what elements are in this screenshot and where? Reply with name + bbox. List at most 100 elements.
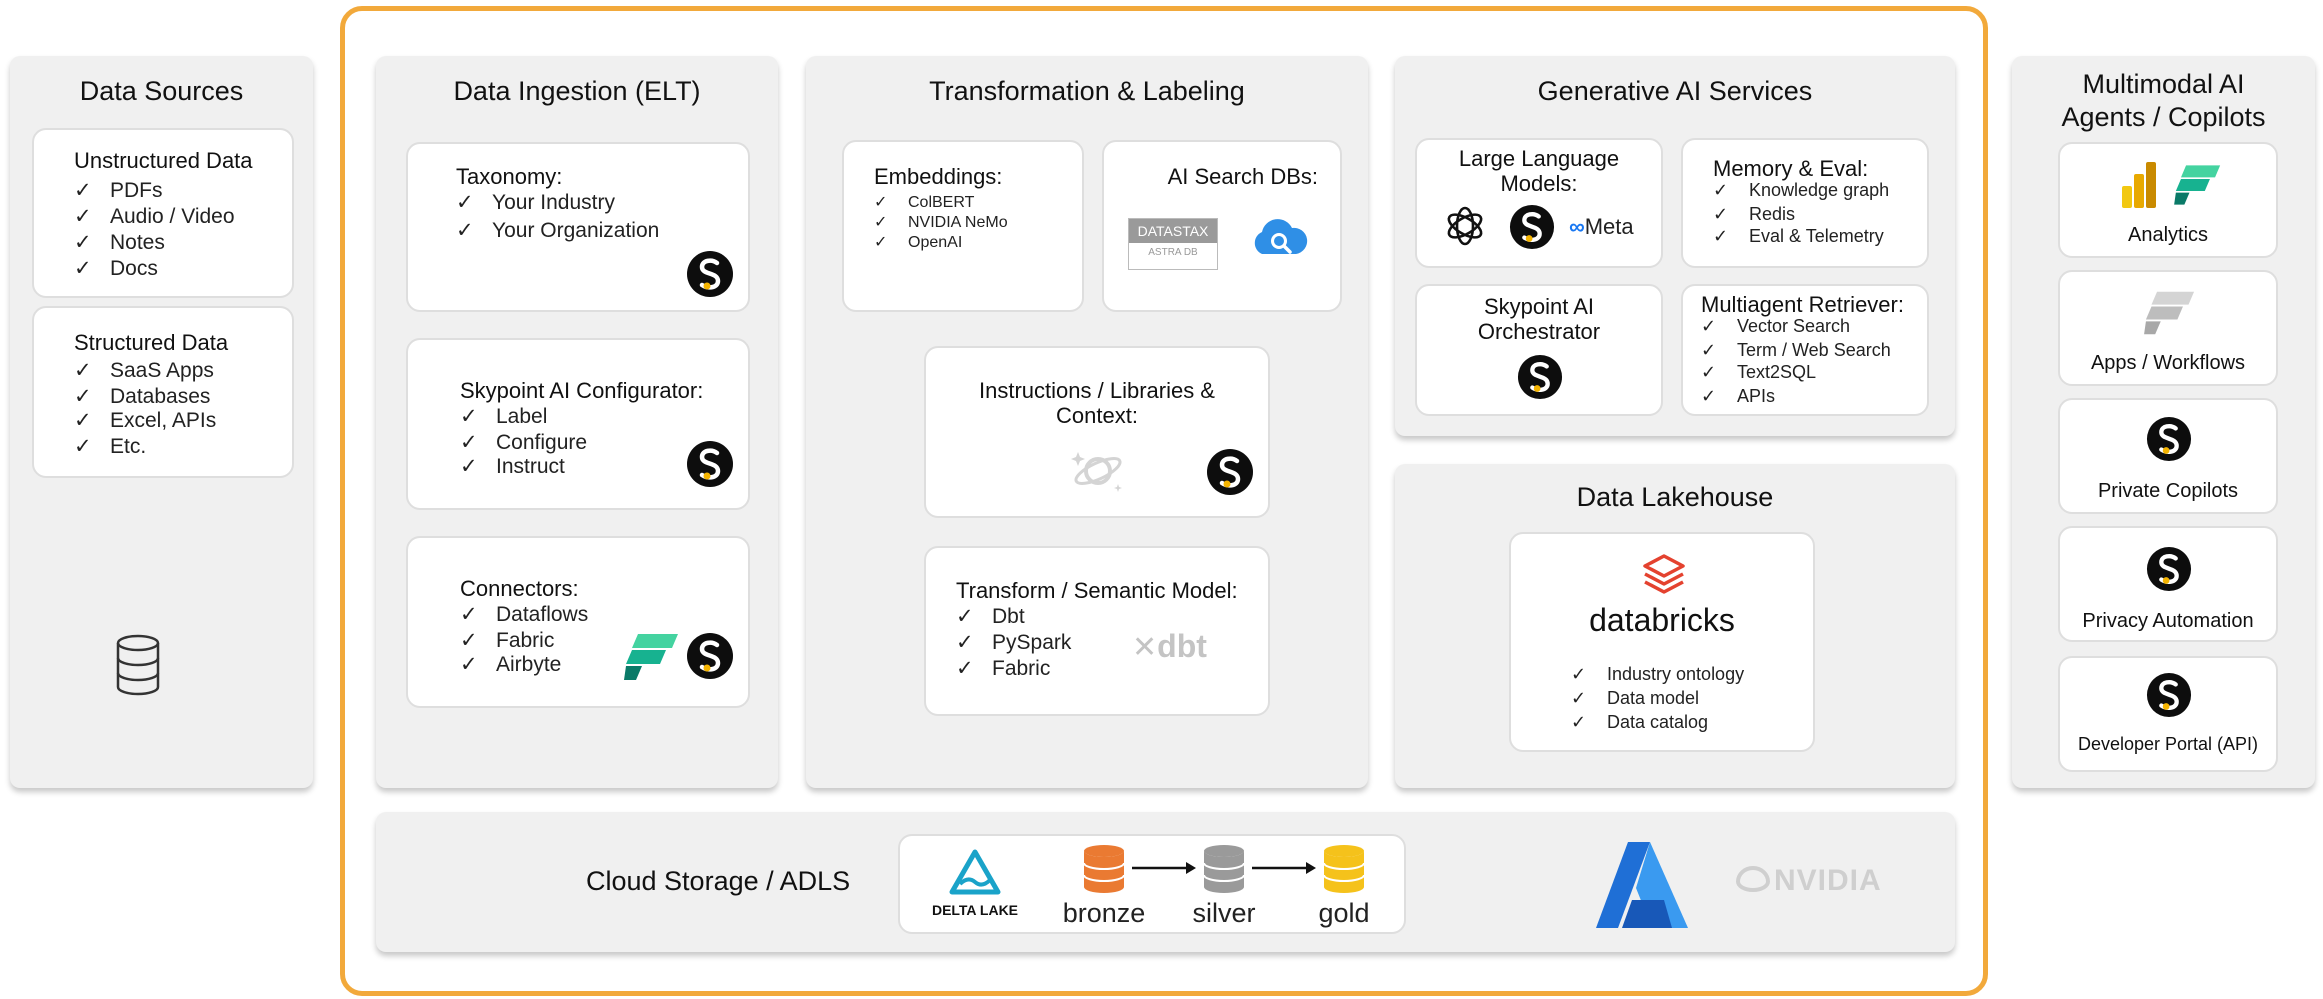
llm-title: Large Language Models: (1458, 146, 1620, 196)
list-item: ✓Text2SQL (1701, 362, 1817, 382)
arrow-right-icon (1132, 862, 1196, 874)
list-item: ✓APIs (1701, 386, 1776, 406)
meta-logo: ∞Meta (1569, 214, 1634, 239)
skypoint-logo-icon (687, 441, 733, 487)
skypoint-logo-icon (2146, 672, 2192, 718)
agent-card-private-copilots: Private Copilots (2058, 398, 2278, 514)
list-item: ✓Docs (74, 257, 158, 280)
orchestrator-title: Skypoint AI Orchestrator (1477, 294, 1601, 344)
transformation-panel: Transformation & Labeling Embeddings: ✓C… (806, 56, 1368, 788)
skypoint-logo-icon (1517, 354, 1563, 400)
skypoint-logo-icon (1509, 204, 1555, 250)
nvidia-logo: NVIDIA (1736, 864, 1882, 898)
transformation-title: Transformation & Labeling (929, 76, 1245, 106)
list-item: ✓Redis (1713, 204, 1796, 224)
orchestrator-card: Skypoint AI Orchestrator (1415, 284, 1663, 416)
agent-label: Privacy Automation (2082, 610, 2254, 632)
storage-tiers-card: DELTA LAKE bronze silver gold (898, 834, 1406, 934)
retriever-title: Multiagent Retriever: (1701, 292, 1904, 317)
structured-data-title: Structured Data (74, 330, 229, 355)
planet-icon (1071, 452, 1122, 492)
agent-label: Analytics (2127, 224, 2209, 246)
arrow-right-icon (1252, 862, 1316, 874)
dbt-logo: ✕dbt (1132, 628, 1207, 664)
list-item: ✓Airbyte (460, 653, 562, 676)
agent-card-analytics: Analytics (2058, 142, 2278, 258)
list-item: ✓Dataflows (460, 603, 589, 626)
databricks-logo-icon (1643, 554, 1685, 594)
agent-label: Developer Portal (API) (2077, 734, 2259, 754)
list-item: ✓Data model (1571, 688, 1700, 708)
genai-panel: Generative AI Services Large Language Mo… (1395, 56, 1955, 436)
list-item: ✓OpenAI (874, 234, 963, 251)
silver-database-icon (1203, 845, 1245, 893)
agent-card-developer-portal: Developer Portal (API) (2058, 656, 2278, 772)
fabric-logo-icon (2174, 165, 2221, 205)
agent-card-apps-workflows: Apps / Workflows (2058, 270, 2278, 386)
data-sources-panel: Data Sources Unstructured Data ✓PDFs ✓Au… (10, 56, 313, 788)
databricks-card: databricks ✓Industry ontology ✓Data mode… (1509, 532, 1815, 752)
embeddings-title: Embeddings: (874, 164, 1003, 189)
unstructured-data-title: Unstructured Data (74, 148, 253, 173)
skypoint-logo-icon (687, 633, 733, 679)
taxonomy-title: Taxonomy: (456, 164, 563, 189)
semantic-model-title: Transform / Semantic Model: (956, 578, 1238, 603)
delta-lake-label: DELTA LAKE (931, 902, 1019, 918)
agent-label: Private Copilots (2097, 480, 2239, 502)
connectors-title: Connectors: (460, 576, 579, 601)
genai-title: Generative AI Services (1537, 76, 1813, 106)
list-item: ✓Your Organization (456, 219, 660, 242)
list-item: ✓Configure (460, 431, 588, 454)
semantic-model-card: Transform / Semantic Model: ✓Dbt ✓PySpar… (924, 546, 1270, 716)
instructions-title: Instructions / Libraries & Context: (979, 378, 1215, 428)
list-item: ✓Term / Web Search (1701, 340, 1891, 360)
lakehouse-title: Data Lakehouse (1576, 482, 1774, 512)
azure-logo-icon (1596, 842, 1688, 928)
power-bi-logo-icon (2122, 162, 2156, 208)
agents-title: Multimodal AI Agents / Copilots (2061, 69, 2266, 132)
list-item: ✓Data catalog (1571, 712, 1709, 732)
list-item: ✓Notes (74, 231, 165, 254)
embeddings-card: Embeddings: ✓ColBERT ✓NVIDIA NeMo ✓OpenA… (842, 140, 1084, 312)
list-item: ✓Dbt (956, 605, 1025, 628)
cloud-storage-title: Cloud Storage / ADLS (586, 866, 851, 896)
list-item: ✓Eval & Telemetry (1713, 226, 1884, 246)
configurator-title: Skypoint AI Configurator: (460, 378, 704, 403)
list-item: ✓Fabric (460, 629, 555, 652)
memory-eval-title: Memory & Eval: (1713, 156, 1869, 181)
openai-logo-icon (1447, 206, 1483, 246)
list-item: ✓Label (460, 405, 548, 428)
list-item: ✓Databases (74, 385, 211, 408)
list-item: ✓Instruct (460, 455, 565, 478)
power-automate-logo-icon (2144, 291, 2195, 335)
list-item: ✓Etc. (74, 435, 147, 458)
llm-card: Large Language Models: ∞Meta (1415, 138, 1663, 268)
skypoint-logo-icon (687, 251, 733, 297)
lakehouse-panel: Data Lakehouse databricks ✓Industry onto… (1395, 464, 1955, 788)
database-icon (116, 634, 160, 696)
list-item: ✓Vector Search (1701, 316, 1851, 336)
agent-card-privacy-automation: Privacy Automation (2058, 526, 2278, 642)
skypoint-logo-icon (2146, 416, 2192, 462)
data-ingestion-title: Data Ingestion (ELT) (453, 76, 701, 106)
list-item: ✓Audio / Video (74, 205, 235, 228)
skypoint-logo-icon (2146, 546, 2192, 592)
retriever-card: Multiagent Retriever: ✓Vector Search ✓Te… (1681, 284, 1929, 416)
list-item: ✓SaaS Apps (74, 359, 214, 382)
data-ingestion-panel: Data Ingestion (ELT) Taxonomy: ✓Your Ind… (376, 56, 778, 788)
fabric-logo-icon (624, 634, 678, 680)
list-item: ✓PDFs (74, 179, 163, 202)
datastax-logo: DATASTAX ASTRA DB (1128, 218, 1218, 270)
gold-label: gold (1318, 898, 1370, 928)
list-item: ✓ColBERT (874, 194, 975, 211)
list-item: ✓Knowledge graph (1713, 180, 1890, 200)
taxonomy-card: Taxonomy: ✓Your Industry ✓Your Organizat… (406, 142, 750, 312)
platform-frame (340, 6, 1988, 996)
ai-search-dbs-title: AI Search DBs: (1167, 164, 1318, 189)
databricks-brand: databricks (1589, 602, 1735, 638)
skypoint-logo-icon (1207, 449, 1253, 495)
list-item: ✓NVIDIA NeMo (874, 214, 1008, 231)
azure-cognitive-search-icon (1254, 219, 1308, 254)
silver-label: silver (1192, 898, 1256, 928)
ai-search-dbs-card: AI Search DBs: DATASTAX ASTRA DB (1102, 140, 1342, 312)
